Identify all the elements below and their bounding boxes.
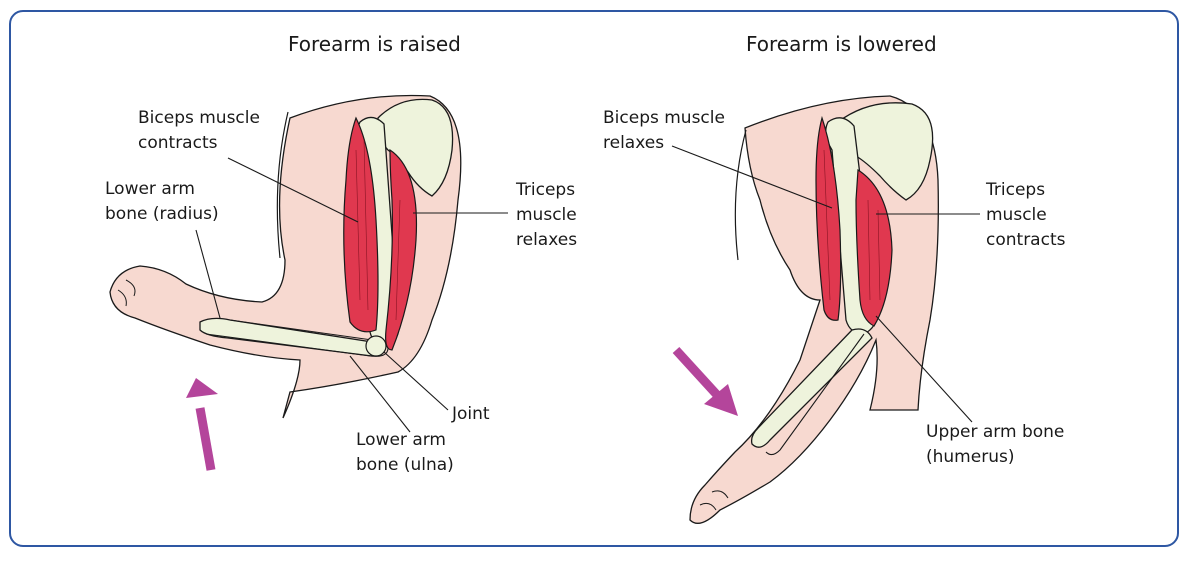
label-ulna: Lower arm bone (ulna) <box>356 430 454 475</box>
left-scapula <box>377 98 454 197</box>
right-radius <box>750 328 873 448</box>
left-panel-title: Forearm is raised <box>288 32 461 56</box>
label-biceps-relaxes: Biceps muscle relaxes <box>603 108 725 153</box>
left-leader-lines <box>195 157 508 433</box>
right-arm-illustration <box>689 95 939 524</box>
right-biceps-muscle <box>815 115 842 321</box>
left-arm-illustration <box>109 94 462 419</box>
left-triceps-muscle <box>385 148 418 351</box>
left-biceps-muscle <box>343 116 379 333</box>
right-triceps-muscle <box>855 168 893 327</box>
right-panel-title: Forearm is lowered <box>746 32 937 56</box>
label-radius: Lower arm bone (radius) <box>105 179 219 224</box>
arrow-up-icon <box>186 378 218 471</box>
label-biceps-contracts: Biceps muscle contracts <box>138 108 260 153</box>
label-triceps-contracts: Triceps muscle contracts <box>986 180 1066 250</box>
label-joint: Joint <box>452 404 490 424</box>
arrow-down-right-icon <box>672 346 738 416</box>
diagram-frame <box>9 10 1179 547</box>
label-triceps-relaxes: Triceps muscle relaxes <box>516 180 578 250</box>
right-leader-lines <box>671 145 980 423</box>
label-humerus: Upper arm bone (humerus) <box>926 422 1065 467</box>
